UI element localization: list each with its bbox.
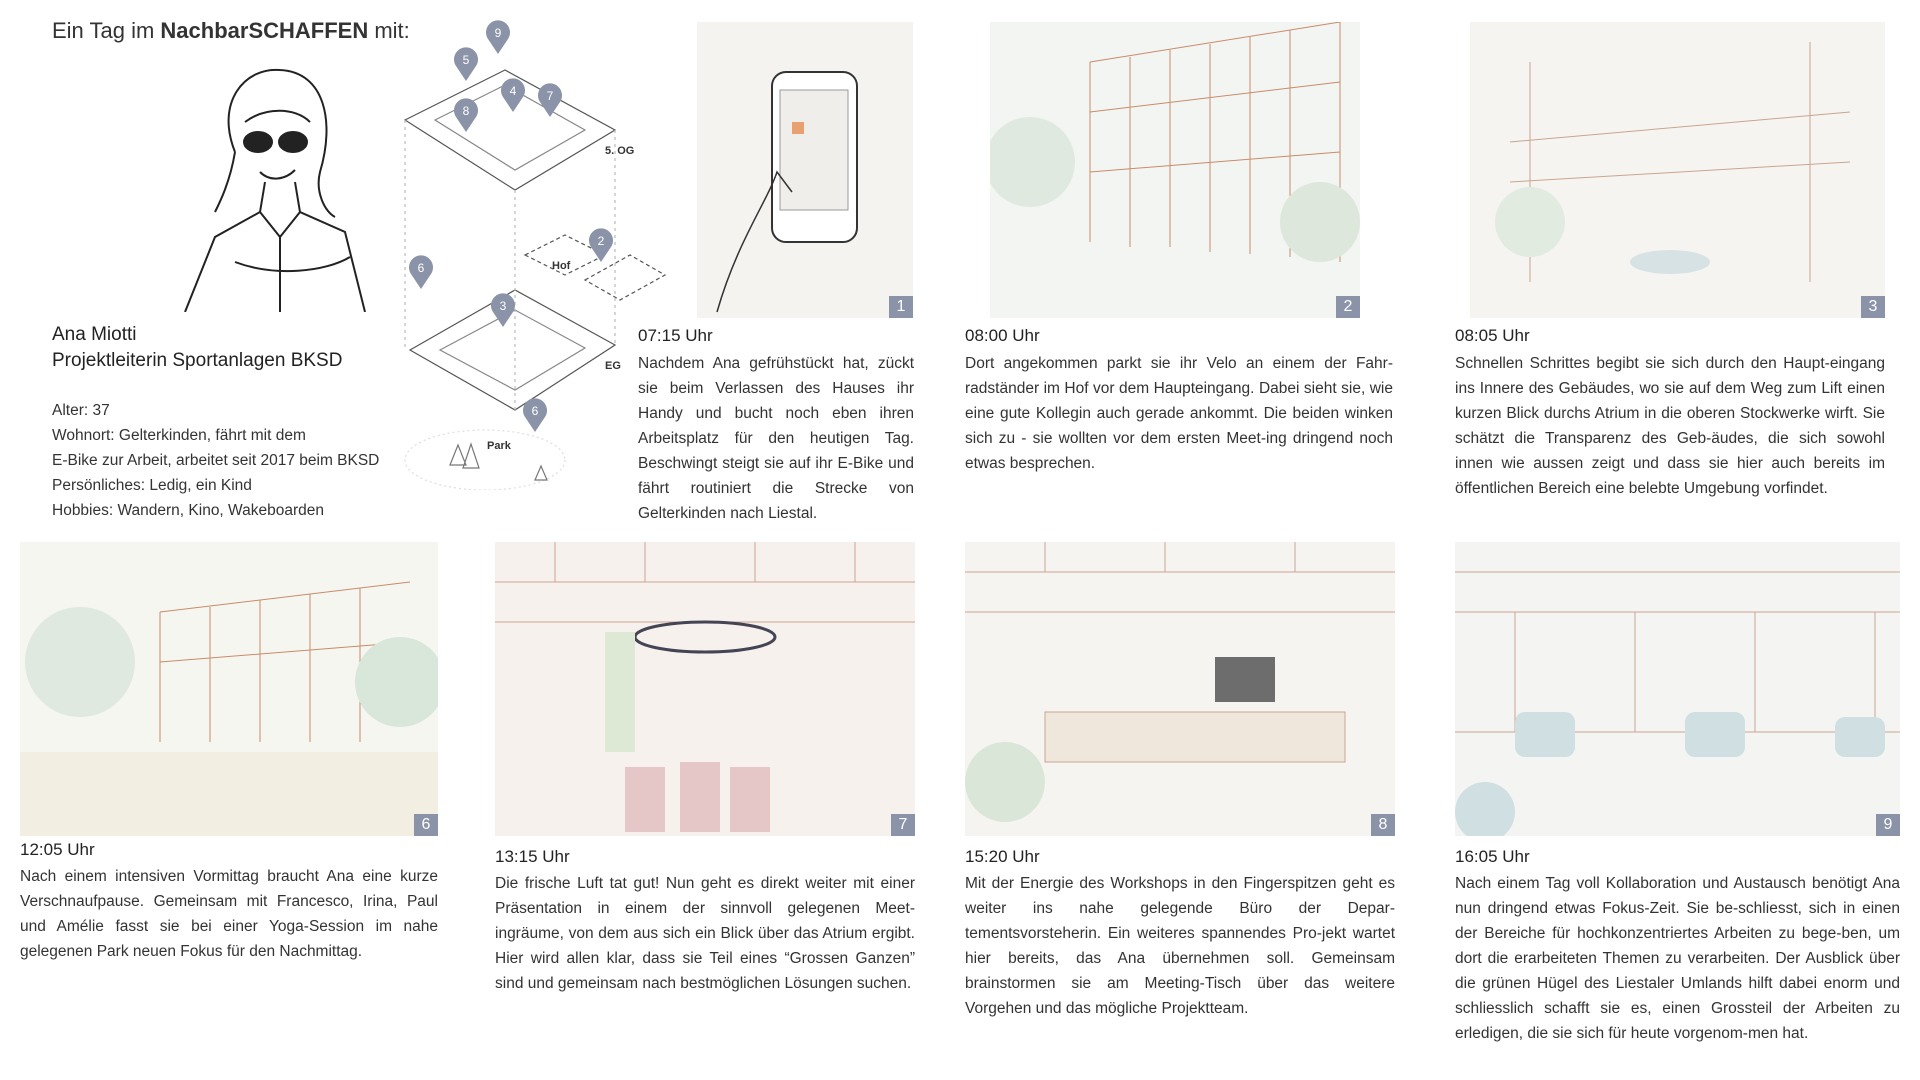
label-park: Park [487, 440, 511, 452]
location-pin-icon: 9 [485, 20, 511, 54]
scene-image-7: 7 [495, 542, 915, 836]
scene-number-badge: 1 [889, 296, 913, 318]
scene-image-8: 8 [965, 542, 1395, 836]
svg-text:9: 9 [495, 26, 502, 40]
scene-text: Nachdem Ana gefrühstückt hat, zückt sie … [638, 355, 914, 522]
label-eg: EG [605, 360, 621, 372]
scene-time: 13:15 Uhr [495, 847, 570, 866]
detail-personal: Persönliches: Ledig, ein Kind [52, 477, 252, 494]
svg-text:6: 6 [418, 261, 425, 275]
scene-number-badge: 6 [414, 814, 438, 836]
scene-image-3: 3 [1470, 22, 1885, 318]
svg-text:2: 2 [598, 234, 605, 248]
location-pin-icon: 8 [453, 98, 479, 132]
svg-text:3: 3 [500, 299, 507, 313]
detail-hobbies: Hobbies: Wandern, Kino, Wakeboarden [52, 502, 324, 519]
scene-time: 08:00 Uhr [965, 326, 1040, 345]
location-pin-icon: 6 [408, 255, 434, 289]
scene-number-badge: 7 [891, 814, 915, 836]
page-title: Ein Tag im NachbarSCHAFFEN mit: [52, 18, 410, 44]
persona-name: Ana Miotti [52, 324, 137, 345]
scene-text: Dort angekommen parkt sie ihr Velo an ei… [965, 355, 1393, 472]
svg-text:7: 7 [547, 89, 554, 103]
scene-text: Die frische Luft tat gut! Nun geht es di… [495, 875, 915, 992]
location-pin-icon: 4 [500, 78, 526, 112]
scene-image-1: 1 [697, 22, 913, 318]
detail-commute: E-Bike zur Arbeit, arbeitet seit 2017 be… [52, 452, 380, 469]
svg-text:5: 5 [463, 53, 470, 67]
location-pin-icon: 6 [522, 398, 548, 432]
location-pin-icon: 7 [537, 83, 563, 117]
label-hof: Hof [552, 260, 571, 272]
title-brand: NachbarSCHAFFEN [160, 18, 369, 43]
svg-text:4: 4 [510, 84, 517, 98]
scene-image-2: 2 [990, 22, 1360, 318]
scene-time: 08:05 Uhr [1455, 326, 1530, 345]
scene-time: 16:05 Uhr [1455, 847, 1530, 866]
scene-text: Nach einem intensiven Vormittag braucht … [20, 868, 438, 960]
scene-image-6: 6 [20, 542, 438, 836]
scene-image-9: 9 [1455, 542, 1900, 836]
scene-time: 12:05 Uhr [20, 840, 95, 859]
location-pin-icon: 5 [453, 47, 479, 81]
location-pin-icon: 3 [490, 293, 516, 327]
building-floor-plan: 5. OG Hof EG Park [395, 20, 675, 490]
scene-number-badge: 2 [1336, 296, 1360, 318]
scene-number-badge: 8 [1371, 814, 1395, 836]
persona-role: Projektleiterin Sportanlagen BKSD [52, 350, 343, 371]
title-suffix: mit: [368, 18, 410, 43]
scene-text: Schnellen Schrittes begibt sie sich durc… [1455, 355, 1885, 497]
scene-time: 07:15 Uhr [638, 326, 713, 345]
detail-residence: Wohnort: Gelterkinden, fährt mit dem [52, 427, 306, 444]
label-5-og: 5. OG [605, 145, 635, 157]
scene-number-badge: 9 [1876, 814, 1900, 836]
title-prefix: Ein Tag im [52, 18, 161, 43]
persona-portrait [175, 62, 375, 312]
scene-text: Nach einem Tag voll Kollaboration und Au… [1455, 875, 1900, 1042]
detail-age: Alter: 37 [52, 402, 110, 419]
scene-number-badge: 3 [1861, 296, 1885, 318]
location-pin-icon: 2 [588, 228, 614, 262]
svg-text:6: 6 [532, 404, 539, 418]
svg-text:8: 8 [463, 104, 470, 118]
scene-time: 15:20 Uhr [965, 847, 1040, 866]
persona-details: Alter: 37 Wohnort: Gelterkinden, fährt m… [52, 398, 379, 523]
scene-text: Mit der Energie des Workshops in den Fin… [965, 875, 1395, 1017]
